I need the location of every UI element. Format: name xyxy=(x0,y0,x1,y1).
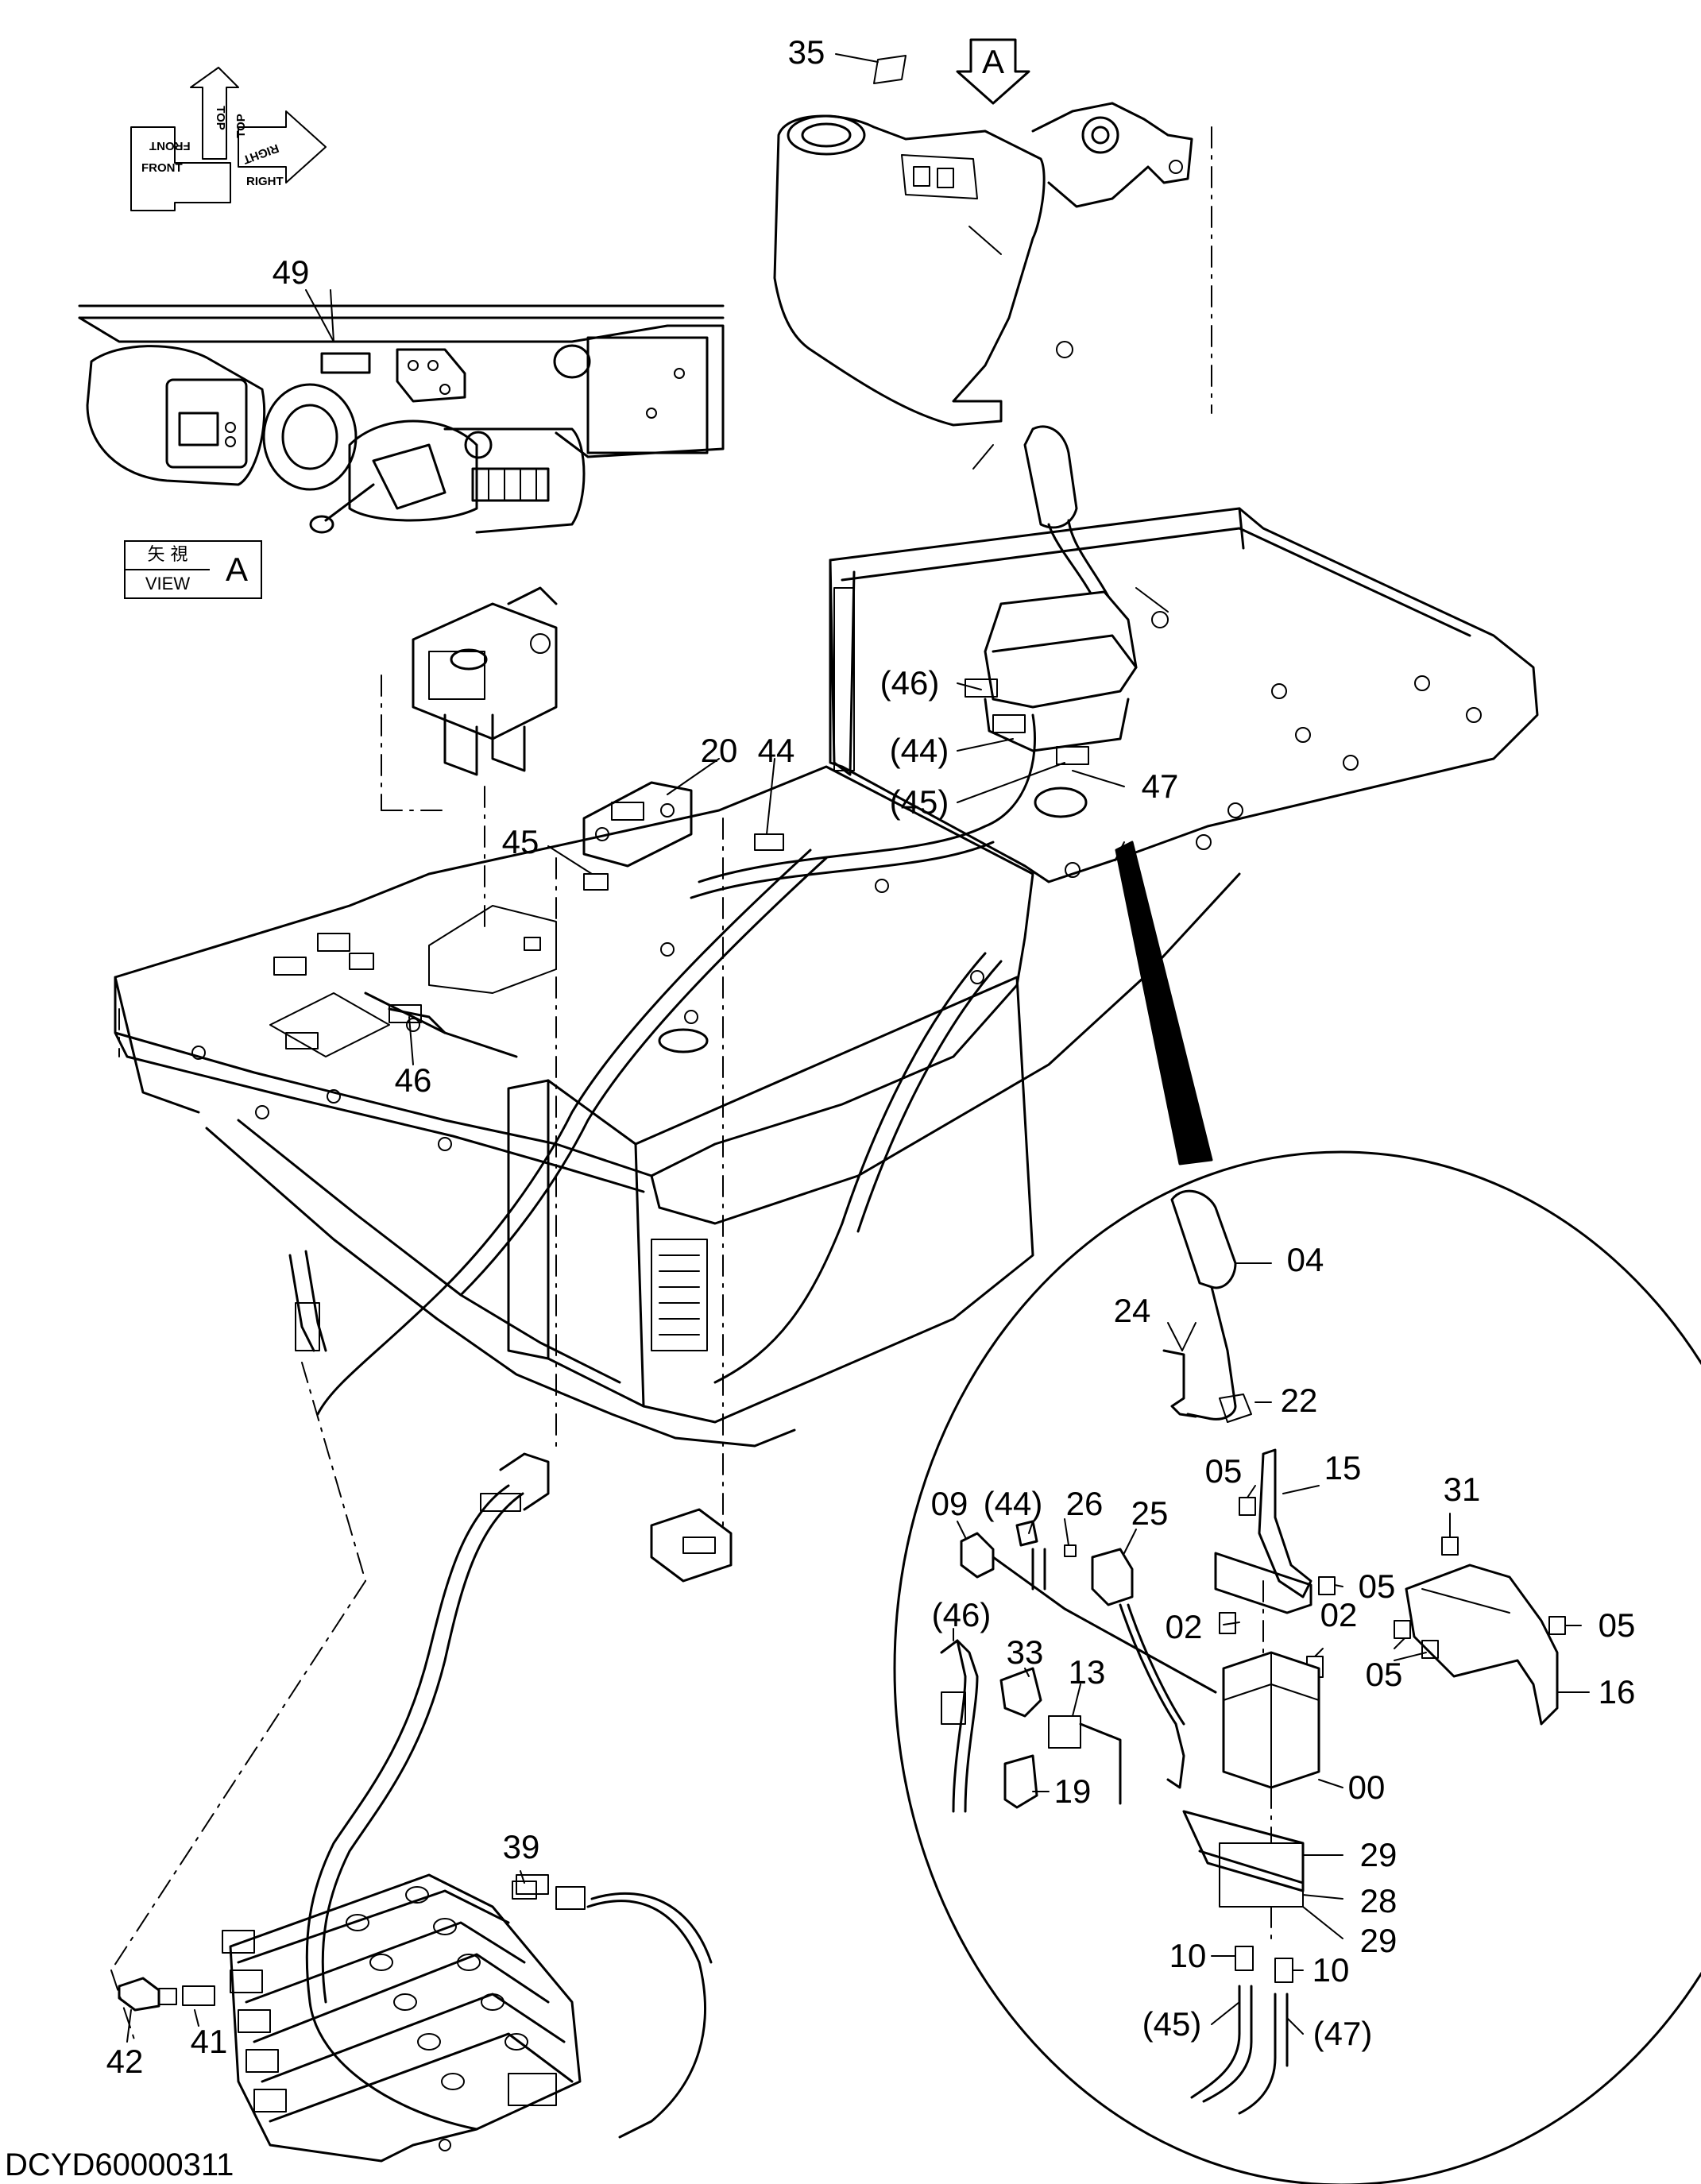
compass-right-label: RIGHT xyxy=(246,175,284,188)
detail-callout-04: 04 xyxy=(1286,1241,1324,1278)
compass-top-label: TOP xyxy=(213,106,227,130)
callout-20: 20 xyxy=(700,732,738,769)
view-a-arrow xyxy=(956,38,1030,105)
callout-44-paren-top: (44) xyxy=(889,732,949,769)
detail-callout-09: 09 xyxy=(930,1485,968,1522)
phantom-leader-lines xyxy=(110,675,1125,2043)
compass-front-label: FRONT xyxy=(141,161,183,175)
detail-circle xyxy=(893,1150,1701,2184)
callout-47: 47 xyxy=(1141,767,1179,805)
detail-callout-31: 31 xyxy=(1443,1471,1481,1508)
detail-callout-05-d: 05 xyxy=(1365,1656,1403,1693)
view-caption-letter: A xyxy=(225,551,248,588)
detail-pointer xyxy=(1115,841,1213,1165)
detail-callout-28: 28 xyxy=(1359,1882,1398,1919)
drawing-code: DCYD60000311 xyxy=(5,2147,234,2182)
detail-callout-26: 26 xyxy=(1065,1485,1104,1522)
callout-41: 41 xyxy=(190,2023,228,2060)
detail-callout-29-b: 29 xyxy=(1359,1922,1398,1959)
compass-front-mirrored-label: FRONT xyxy=(149,139,191,153)
callout-35: 35 xyxy=(787,33,825,71)
detail-callout-02-b: 02 xyxy=(1320,1596,1358,1633)
callout-44: 44 xyxy=(757,732,795,769)
detail-callout-02-a: 02 xyxy=(1165,1608,1203,1645)
detail-callout-10-b: 10 xyxy=(1312,1951,1350,1989)
chassis-frame-drawing xyxy=(114,425,1539,1583)
upper-console-drawing xyxy=(773,53,1193,427)
view-a-arrow-letter: A xyxy=(981,43,1004,80)
detail-callout-10-a: 10 xyxy=(1169,1937,1207,1974)
compass-top-mirrored-label: TOP xyxy=(234,114,248,138)
detail-callout-45-paren: (45) xyxy=(1142,2005,1202,2043)
detail-callout-05-c: 05 xyxy=(1598,1606,1636,1644)
callout-45-paren-top: (45) xyxy=(889,783,949,821)
long-hose-drawing xyxy=(305,1484,713,2139)
detail-callout-05-a: 05 xyxy=(1204,1452,1243,1490)
detail-callout-29-a: 29 xyxy=(1359,1836,1398,1873)
callout-39: 39 xyxy=(502,1828,540,1865)
callout-leaders xyxy=(126,289,1125,2043)
detail-callout-33: 33 xyxy=(1006,1633,1044,1671)
callout-45: 45 xyxy=(501,823,539,860)
view-caption-english: VIEW xyxy=(145,574,191,593)
detail-callout-00: 00 xyxy=(1347,1768,1386,1806)
detail-callout-15: 15 xyxy=(1324,1449,1362,1486)
detail-callout-25: 25 xyxy=(1131,1494,1169,1532)
detail-callout-46-paren: (46) xyxy=(931,1596,992,1633)
detail-callout-22: 22 xyxy=(1280,1382,1318,1419)
detail-exploded-parts xyxy=(940,1189,1566,2115)
view-a-caption-box: 矢 視 VIEW A xyxy=(124,540,262,599)
detail-callout-leaders xyxy=(953,1322,1590,2035)
detail-callout-47-paren: (47) xyxy=(1312,2015,1373,2052)
control-valve-bank-drawing xyxy=(118,1873,582,2163)
detail-callout-16: 16 xyxy=(1598,1673,1636,1710)
detail-callout-19: 19 xyxy=(1053,1772,1092,1810)
detail-callout-24: 24 xyxy=(1113,1292,1151,1329)
detail-callout-13: 13 xyxy=(1068,1653,1106,1691)
view-a-arrow-marker: A xyxy=(961,40,1025,106)
detail-callout-44-paren: (44) xyxy=(983,1485,1043,1522)
orientation-compass xyxy=(130,67,327,211)
callout-46-paren-top: (46) xyxy=(879,664,940,702)
callout-49: 49 xyxy=(272,253,310,291)
view-a-inset-drawing xyxy=(78,289,725,534)
callout-42: 42 xyxy=(106,2043,144,2080)
detail-callout-05-b: 05 xyxy=(1358,1567,1396,1605)
view-caption-japanese: 矢 視 xyxy=(126,542,210,570)
callout-46: 46 xyxy=(394,1061,432,1099)
